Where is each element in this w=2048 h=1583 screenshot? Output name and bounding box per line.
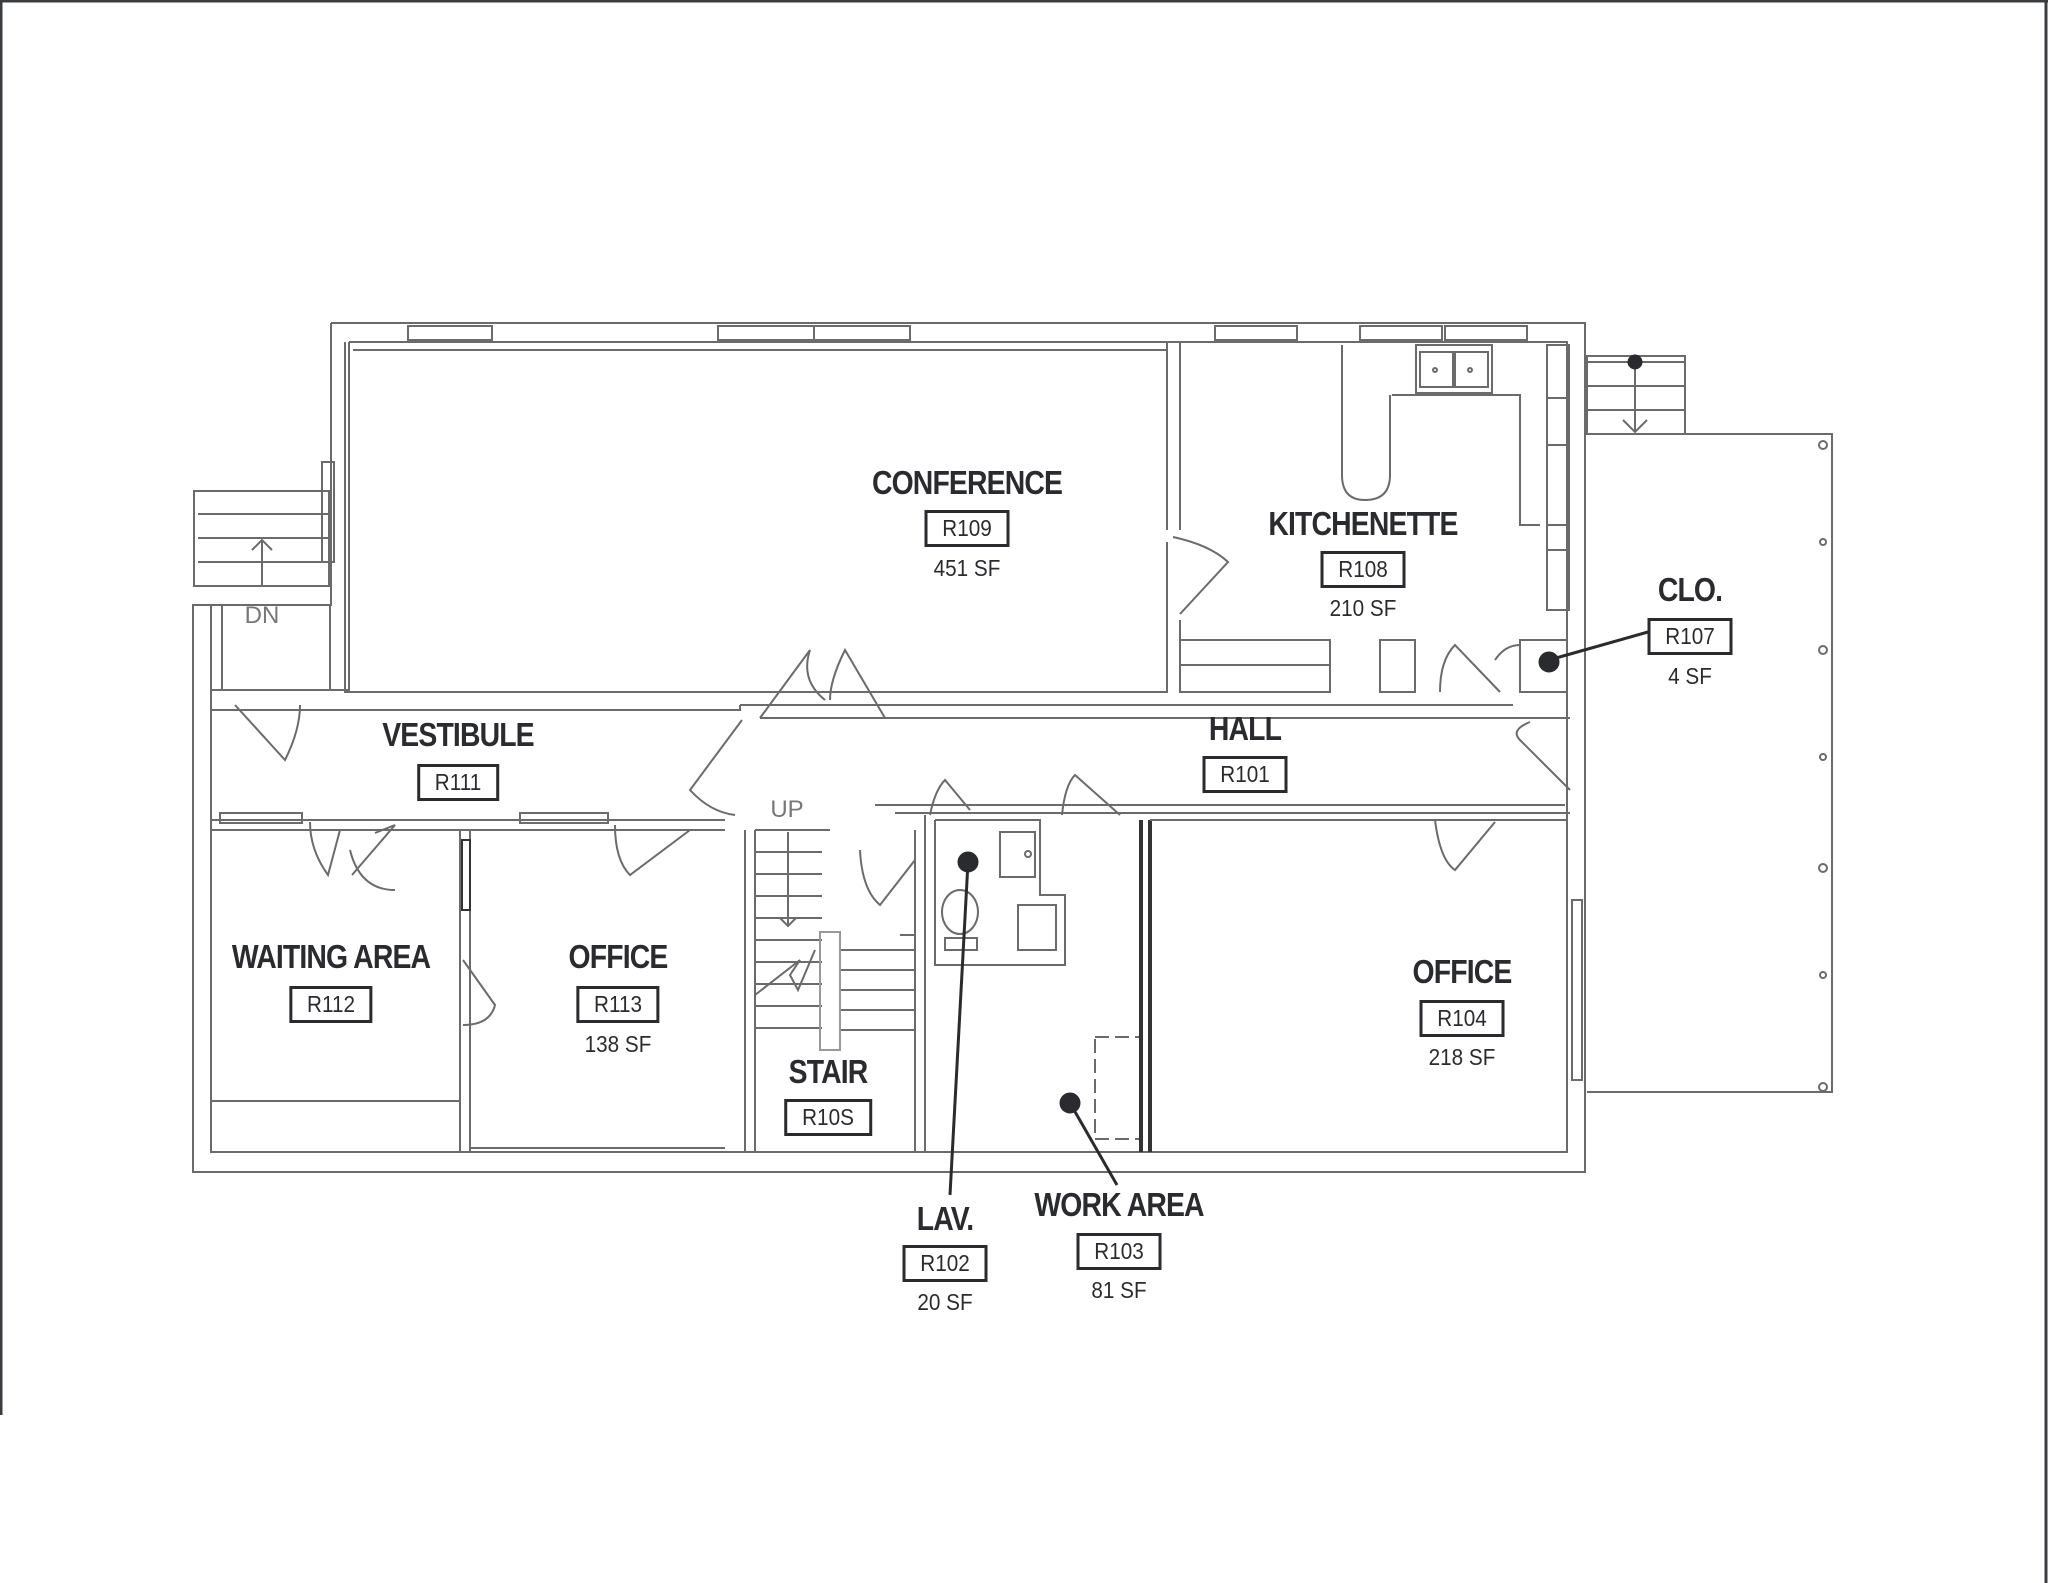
room-tag-hall[interactable]: R101 xyxy=(1202,756,1288,793)
conference-walls xyxy=(344,342,1230,693)
room-name-hall: HALL xyxy=(1208,710,1282,747)
stair-down-note: DN xyxy=(244,602,280,629)
room-name-office-113: OFFICE xyxy=(568,938,669,975)
room-area-lavatory: 20 SF xyxy=(917,1289,973,1315)
room-area-closet: 4 SF xyxy=(1668,663,1712,689)
room-area-office-104: 218 SF xyxy=(1428,1044,1496,1070)
waiting-office-walls xyxy=(211,812,725,1152)
lav-workarea-walls xyxy=(924,773,1142,1152)
room-tag-stair[interactable]: R10S xyxy=(784,1099,872,1136)
work-area-partition xyxy=(1139,820,1152,1152)
room-tag-closet[interactable]: R107 xyxy=(1647,618,1733,655)
exterior-deck-right xyxy=(1586,355,1833,1093)
interior-stair xyxy=(744,829,916,1152)
room-tag-conference[interactable]: R109 xyxy=(924,510,1010,547)
hall-walls xyxy=(688,647,1571,816)
room-name-closet: CLO. xyxy=(1657,571,1723,608)
stair-up-note: UP xyxy=(770,796,804,823)
room-tag-kitchenette[interactable]: R108 xyxy=(1320,551,1406,588)
room-tag-vestibule[interactable]: R111 xyxy=(417,764,499,801)
vestibule-walls xyxy=(210,604,875,762)
room-area-conference: 451 SF xyxy=(933,555,1001,581)
room-name-vestibule: VESTIBULE xyxy=(382,716,534,753)
room-tag-lavatory[interactable]: R102 xyxy=(902,1245,988,1282)
room-tag-office-104[interactable]: R104 xyxy=(1419,1000,1505,1037)
room-area-office-113: 138 SF xyxy=(584,1031,652,1057)
room-name-office-104: OFFICE xyxy=(1412,953,1513,990)
room-name-work-area: WORK AREA xyxy=(1034,1186,1204,1223)
room-area-kitchenette: 210 SF xyxy=(1329,595,1397,621)
room-name-lavatory: LAV. xyxy=(916,1200,974,1237)
exterior-stair-left xyxy=(193,461,335,587)
office-104-walls xyxy=(1150,819,1583,1081)
kitchenette-fixtures xyxy=(1179,344,1570,693)
room-tag-work-area[interactable]: R103 xyxy=(1076,1233,1162,1270)
room-name-conference: CONFERENCE xyxy=(871,464,1063,501)
windows-top xyxy=(407,325,1528,341)
room-tag-office-113[interactable]: R113 xyxy=(576,986,660,1023)
room-name-kitchenette: KITCHENETTE xyxy=(1268,505,1458,542)
leader-lines xyxy=(948,354,1649,1196)
room-area-work-area: 81 SF xyxy=(1091,1277,1147,1303)
room-tag-waiting-area[interactable]: R112 xyxy=(289,986,373,1023)
room-name-stair: STAIR xyxy=(788,1053,869,1090)
room-name-waiting-area: WAITING AREA xyxy=(231,938,431,975)
